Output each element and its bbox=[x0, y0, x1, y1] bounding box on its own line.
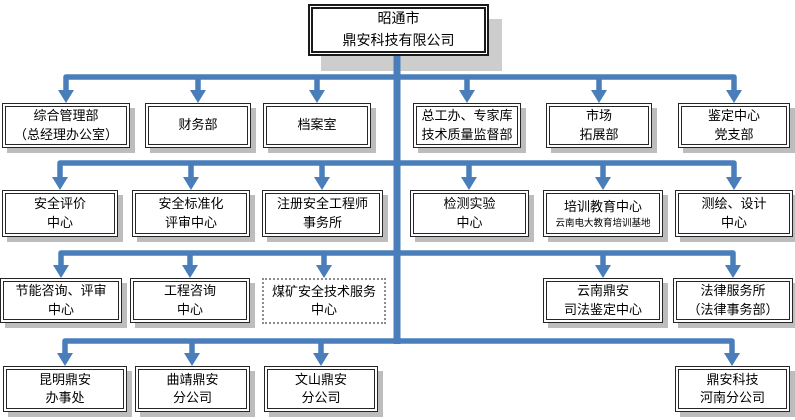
org-node-archives-room: 档案室 bbox=[263, 103, 371, 148]
org-node-label: 中心 bbox=[456, 214, 483, 230]
org-node-label: 评审中心 bbox=[164, 214, 217, 230]
org-node-energy-consulting-center: 节能咨询、评审 中心 bbox=[0, 278, 122, 323]
org-node-label: 总工办、专家库 bbox=[421, 108, 513, 124]
org-node-label: 工程咨询 bbox=[163, 283, 216, 299]
org-node-qujing-dingan-branch: 曲靖鼎安 分公司 bbox=[135, 366, 250, 412]
org-node-safety-standardization-center: 安全标准化 评审中心 bbox=[132, 190, 250, 237]
org-node-label: 河南分公司 bbox=[699, 390, 765, 405]
org-node-label: 中心 bbox=[47, 301, 74, 317]
org-node-surveying-design-center: 测绘、设计 中心 bbox=[675, 190, 793, 237]
org-node-label: 中心 bbox=[46, 214, 73, 230]
org-node-yunnan-dingan-judicial-appraisal-center: 云南鼎安 司法鉴定中心 bbox=[543, 278, 663, 323]
org-node-label: 司法鉴定中心 bbox=[563, 301, 642, 317]
branch-row5-line bbox=[62, 338, 735, 355]
org-node-comprehensive-management-dept: 综合管理部 （总经理办公室） bbox=[2, 103, 130, 148]
org-node-label: 市场 bbox=[585, 108, 612, 124]
org-node-label: 鼎安科技 bbox=[706, 371, 759, 387]
org-node-finance-dept: 财务部 bbox=[145, 103, 251, 148]
branch-row3-arrowheads bbox=[52, 177, 742, 190]
org-node-label: 培训教育中心 bbox=[563, 199, 642, 215]
org-node-label: 测绘、设计 bbox=[701, 196, 767, 212]
org-node-label: 鉴定中心 bbox=[707, 108, 760, 124]
org-node-label: 中心 bbox=[176, 301, 203, 317]
org-node-appraisal-center-party-branch: 鉴定中心 党支部 bbox=[678, 103, 790, 148]
branch-row3-line bbox=[57, 160, 737, 179]
org-node-root: 昭通市 鼎安科技有限公司 bbox=[308, 4, 489, 56]
branch-row4-arrowheads bbox=[53, 265, 741, 278]
org-node-label: 注册安全工程师 bbox=[276, 196, 368, 212]
org-node-label: 文山鼎安 bbox=[294, 371, 347, 387]
org-node-kunming-dingan-office: 昆明鼎安 办事处 bbox=[3, 366, 127, 412]
org-node-label: 档案室 bbox=[297, 117, 337, 133]
org-node-label: 昭通市 bbox=[377, 10, 420, 27]
org-node-label: 技术质量监督部 bbox=[421, 126, 513, 142]
org-node-legal-service-office: 法律服务所 （法律事务部） bbox=[673, 278, 793, 323]
org-node-label: 云南鼎安 bbox=[576, 283, 629, 299]
org-node-chief-engineer-expert-dept: 总工办、专家库 技术质量监督部 bbox=[413, 103, 521, 148]
org-node-label: 党支部 bbox=[714, 126, 754, 142]
org-node-label: 分公司 bbox=[172, 390, 212, 405]
org-node-label: 中心 bbox=[310, 302, 337, 317]
org-node-coal-mine-safety-service-center: 煤矿安全技术服务 中心 bbox=[262, 278, 386, 324]
branch-row5-arrowheads bbox=[57, 353, 740, 366]
branch-row2-line bbox=[63, 74, 737, 92]
org-node-label: 综合管理部 bbox=[33, 108, 99, 124]
org-node-label: 检测实验 bbox=[443, 196, 496, 212]
org-node-label: 鼎安科技有限公司 bbox=[342, 32, 455, 48]
org-node-dingan-henan-branch: 鼎安科技 河南分公司 bbox=[675, 366, 790, 412]
branch-row2-arrowheads bbox=[58, 90, 742, 103]
org-node-label: 煤矿安全技术服务 bbox=[271, 283, 376, 299]
org-node-label: 法律服务所 bbox=[700, 283, 766, 299]
org-node-registered-safety-engineer-office: 注册安全工程师 事务所 bbox=[262, 190, 383, 237]
org-node-wenshan-dingan-branch: 文山鼎安 分公司 bbox=[264, 366, 378, 412]
org-node-label: 昆明鼎安 bbox=[38, 371, 91, 387]
org-node-label: 安全标准化 bbox=[158, 196, 224, 212]
branch-row4-line bbox=[58, 250, 736, 267]
org-node-safety-evaluation-center: 安全评价 中心 bbox=[2, 190, 118, 237]
org-node-label: 节能咨询、评审 bbox=[15, 283, 107, 299]
org-node-label: 安全评价 bbox=[33, 196, 86, 212]
org-node-sublabel: 云南电大教育培训基地 bbox=[555, 217, 651, 229]
org-node-label: 拓展部 bbox=[579, 126, 619, 142]
org-node-engineering-consulting-center: 工程咨询 中心 bbox=[130, 278, 250, 323]
org-node-label: （总经理办公室） bbox=[13, 126, 118, 142]
org-node-label: 办事处 bbox=[45, 390, 85, 405]
org-node-label: 曲靖鼎安 bbox=[166, 371, 219, 387]
org-node-training-education-center: 培训教育中心 云南电大教育培训基地 bbox=[543, 190, 663, 237]
org-node-label: 中心 bbox=[720, 214, 747, 230]
org-node-label: 事务所 bbox=[302, 214, 342, 230]
org-node-label: 分公司 bbox=[301, 390, 341, 405]
org-node-label: （法律事务部） bbox=[687, 301, 779, 317]
org-node-label: 财务部 bbox=[178, 117, 218, 133]
org-node-testing-experiment-center: 检测实验 中心 bbox=[410, 190, 529, 237]
org-node-market-expansion-dept: 市场 拓展部 bbox=[546, 103, 652, 148]
